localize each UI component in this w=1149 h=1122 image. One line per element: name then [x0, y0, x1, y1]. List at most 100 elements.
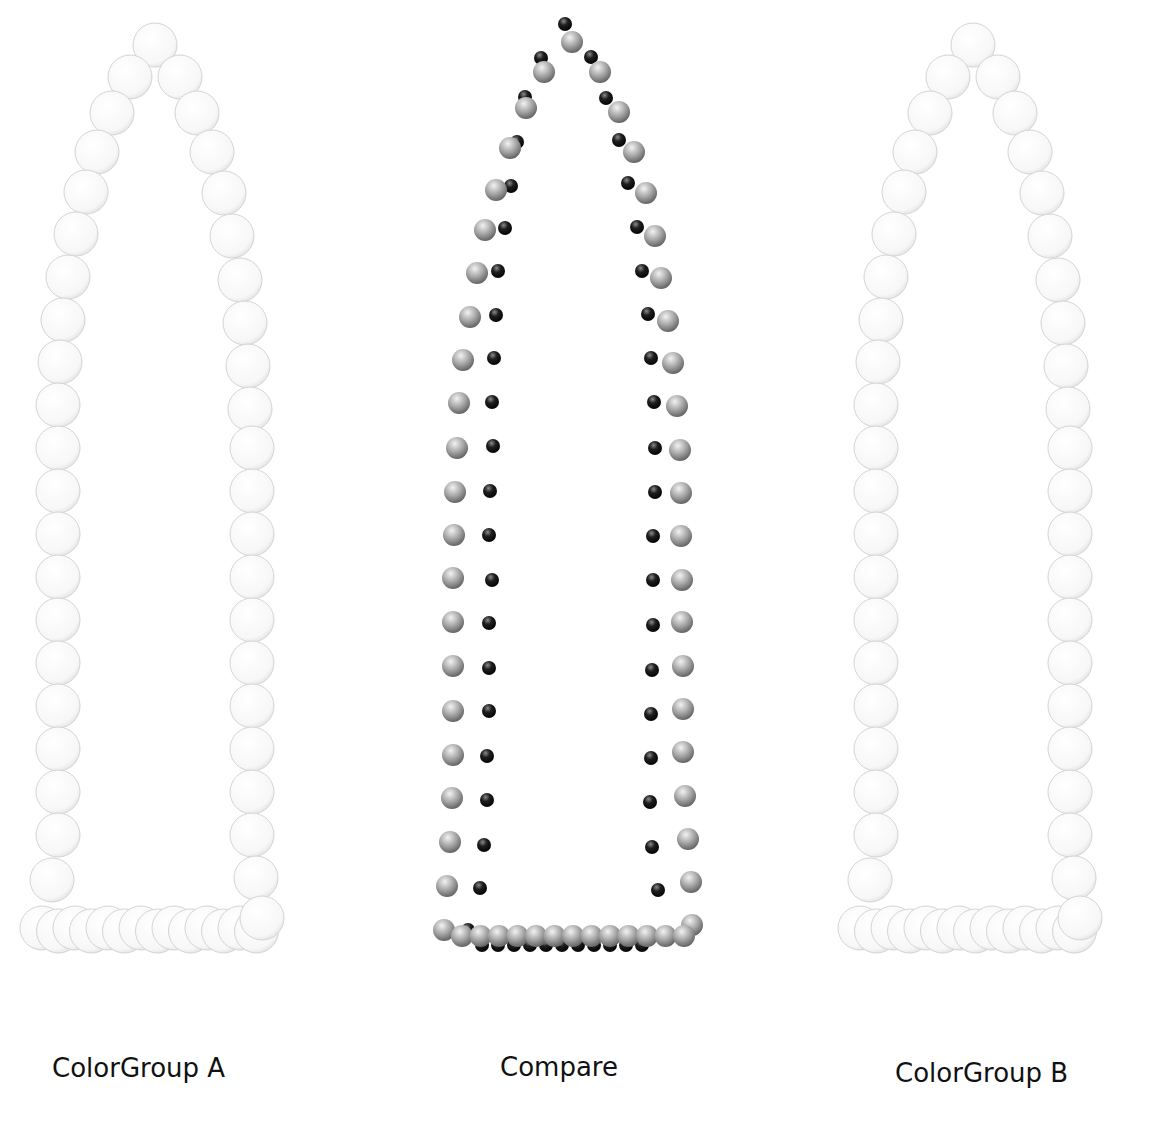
white-bead	[46, 255, 90, 299]
grey-bead	[442, 744, 464, 766]
grey-bead	[459, 306, 481, 328]
white-bead	[1046, 387, 1090, 431]
white-bead	[882, 170, 926, 214]
grey-bead	[561, 31, 583, 53]
white-bead	[859, 298, 903, 342]
white-bead	[190, 130, 234, 174]
black-bead	[473, 881, 487, 895]
black-bead	[621, 176, 635, 190]
white-bead	[36, 512, 80, 556]
grey-bead	[644, 225, 666, 247]
white-bead	[230, 598, 274, 642]
white-bead	[230, 469, 274, 513]
white-bead	[36, 770, 80, 814]
black-bead	[489, 308, 503, 322]
black-bead	[646, 618, 660, 632]
black-bead	[477, 838, 491, 852]
black-bead	[630, 220, 644, 234]
grey-bead	[662, 352, 684, 374]
white-bead	[854, 555, 898, 599]
black-bead	[483, 484, 497, 498]
white-bead	[218, 258, 262, 302]
black-bead	[643, 795, 657, 809]
white-bead	[223, 301, 267, 345]
white-bead	[36, 684, 80, 728]
white-bead	[864, 255, 908, 299]
white-bead	[993, 91, 1037, 135]
black-bead	[644, 751, 658, 765]
grey-bead	[444, 481, 466, 503]
black-bead	[651, 883, 665, 897]
white-bead	[1048, 727, 1092, 771]
grey-bead	[680, 871, 702, 893]
white-bead	[1052, 856, 1096, 900]
grey-bead	[623, 141, 645, 163]
white-bead	[230, 555, 274, 599]
white-bead	[54, 212, 98, 256]
figure-label: ColorGroup B	[895, 1060, 1068, 1086]
black-bead	[486, 439, 500, 453]
white-bead	[30, 858, 74, 902]
white-bead	[1048, 555, 1092, 599]
white-bead	[36, 641, 80, 685]
white-bead	[1048, 641, 1092, 685]
white-bead	[36, 727, 80, 771]
grey-bead	[442, 700, 464, 722]
white-bead	[854, 598, 898, 642]
white-bead	[36, 555, 80, 599]
white-bead	[1048, 469, 1092, 513]
grey-bead	[674, 785, 696, 807]
grey-bead	[677, 828, 699, 850]
white-bead	[230, 770, 274, 814]
white-bead	[854, 813, 898, 857]
black-bead	[482, 704, 496, 718]
white-bead	[226, 344, 270, 388]
grey-bead	[443, 524, 465, 546]
white-bead	[854, 641, 898, 685]
grey-bead	[666, 395, 688, 417]
white-bead	[36, 383, 80, 427]
white-bead	[1048, 598, 1092, 642]
white-bead	[854, 469, 898, 513]
black-bead	[480, 793, 494, 807]
grey-bead	[485, 179, 507, 201]
white-bead	[230, 727, 274, 771]
white-bead	[230, 641, 274, 685]
white-bead	[1044, 344, 1088, 388]
white-bead	[1058, 896, 1102, 940]
white-bead	[1048, 770, 1092, 814]
white-bead	[41, 298, 85, 342]
black-bead	[599, 91, 613, 105]
grey-bead	[452, 349, 474, 371]
grey-bead	[441, 787, 463, 809]
white-bead	[854, 684, 898, 728]
grey-bead	[670, 525, 692, 547]
white-bead	[210, 214, 254, 258]
black-bead	[482, 528, 496, 542]
white-bead	[202, 171, 246, 215]
white-bead	[893, 130, 937, 174]
grey-bead	[672, 741, 694, 763]
grey-bead	[671, 611, 693, 633]
black-bead	[482, 616, 496, 630]
grey-bead	[671, 569, 693, 591]
grey-bead	[672, 698, 694, 720]
grey-bead	[466, 262, 488, 284]
white-bead	[75, 130, 119, 174]
grey-bead	[439, 831, 461, 853]
white-bead	[1048, 426, 1092, 470]
white-bead	[240, 896, 284, 940]
grey-bead	[446, 437, 468, 459]
white-bead	[856, 340, 900, 384]
black-bead	[641, 307, 655, 321]
white-bead	[64, 170, 108, 214]
black-bead	[485, 573, 499, 587]
figure-label: ColorGroup A	[52, 1055, 225, 1081]
black-bead	[635, 264, 649, 278]
grey-bead	[635, 182, 657, 204]
grey-bead	[474, 219, 496, 241]
grey-bead	[533, 61, 555, 83]
white-bead	[1048, 512, 1092, 556]
white-bead	[36, 469, 80, 513]
